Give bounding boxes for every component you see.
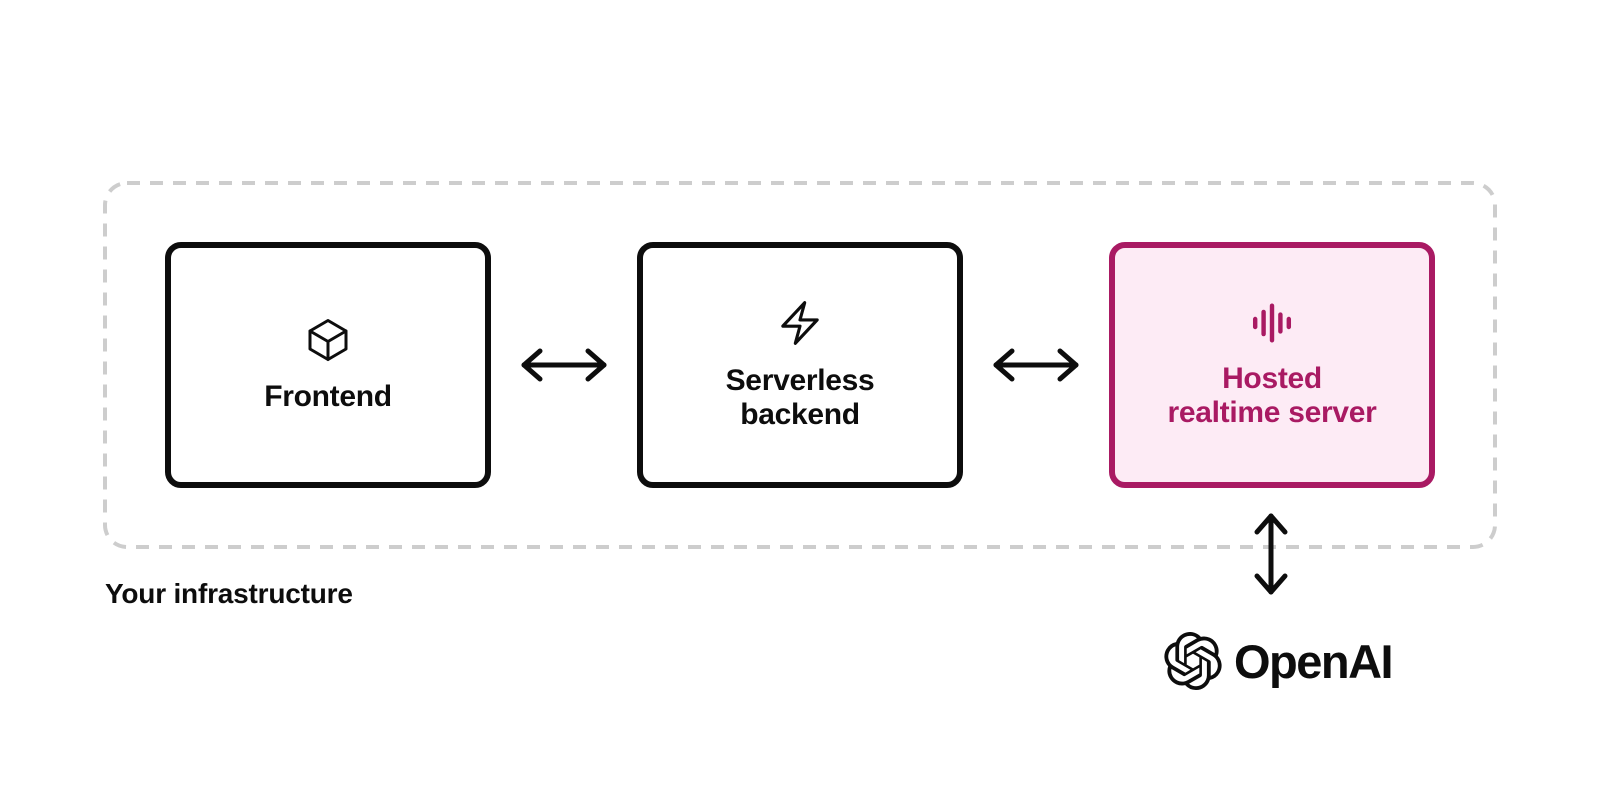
openai-logo-icon — [1164, 632, 1222, 691]
node-label-hosted-realtime-server: Hosted realtime server — [1167, 362, 1377, 429]
arrow-realtime-openai — [1249, 506, 1293, 602]
arrow-frontend-backend — [514, 343, 614, 387]
node-hosted-realtime-server: Hosted realtime server — [1109, 242, 1435, 488]
openai-wordmark: OpenAI — [1234, 634, 1394, 688]
node-frontend: Frontend — [165, 242, 491, 488]
node-label-frontend: Frontend — [264, 380, 392, 413]
openai-logo: OpenAI — [1164, 630, 1394, 692]
node-serverless-backend: Serverless backend — [637, 242, 963, 488]
cube-icon — [304, 316, 352, 364]
waveform-icon — [1249, 300, 1295, 346]
infrastructure-label: Your infrastructure — [105, 578, 353, 609]
node-label-serverless-backend: Serverless backend — [725, 364, 875, 431]
arrow-backend-realtime — [986, 343, 1086, 387]
bolt-icon — [775, 298, 825, 348]
